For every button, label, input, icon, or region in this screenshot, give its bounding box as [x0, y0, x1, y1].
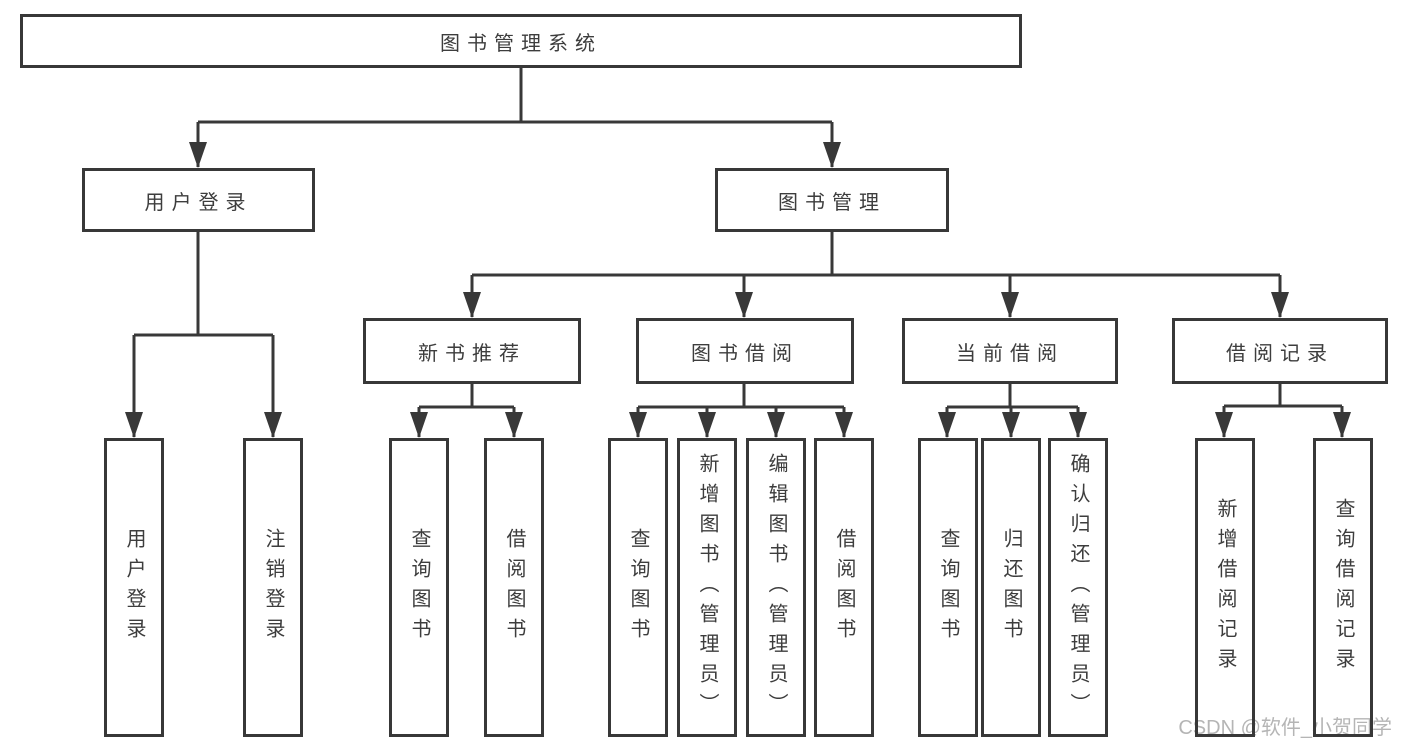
node-book-borrowing: 图书借阅: [636, 318, 854, 384]
node-borrow-books-recommend: 借阅图书: [484, 438, 544, 737]
node-label: 新增借阅记录: [1214, 497, 1236, 678]
node-label: 查询图书: [627, 527, 649, 648]
node-label: 确认归还（管理员）: [1067, 452, 1089, 723]
node-new-book-recommendation: 新书推荐: [363, 318, 581, 384]
node-search-books-recommend: 查询图书: [389, 438, 449, 737]
node-label: 编辑图书（管理员）: [765, 452, 787, 723]
node-add-borrow-record: 新增借阅记录: [1195, 438, 1255, 737]
csdn-watermark: CSDN @软件_小贺同学: [1178, 717, 1392, 739]
node-label: 查询图书: [937, 527, 959, 648]
node-current-borrowing: 当前借阅: [902, 318, 1118, 384]
node-user-login: 用户登录: [82, 168, 315, 232]
node-search-books-current: 查询图书: [918, 438, 978, 737]
node-label: 注销登录: [262, 527, 284, 648]
node-add-book-admin: 新增图书（管理员）: [677, 438, 737, 737]
node-library-management-system: 图书管理系统: [20, 14, 1022, 68]
node-label: 用户登录: [123, 527, 145, 648]
node-confirm-return-admin: 确认归还（管理员）: [1048, 438, 1108, 737]
node-return-books: 归还图书: [981, 438, 1041, 737]
node-label: 归还图书: [1000, 527, 1022, 648]
node-label: 新增图书（管理员）: [696, 452, 718, 723]
node-edit-book-admin: 编辑图书（管理员）: [746, 438, 806, 737]
node-search-borrow-record: 查询借阅记录: [1313, 438, 1373, 737]
node-label: 查询图书: [408, 527, 430, 648]
node-login: 用户登录: [104, 438, 164, 737]
node-logout: 注销登录: [243, 438, 303, 737]
node-book-management: 图书管理: [715, 168, 949, 232]
node-borrow-books-borrowing: 借阅图书: [814, 438, 874, 737]
node-search-books-borrowing: 查询图书: [608, 438, 668, 737]
node-label: 查询借阅记录: [1332, 497, 1354, 678]
node-label: 借阅图书: [833, 527, 855, 648]
node-label: 借阅图书: [503, 527, 525, 648]
node-borrowing-records: 借阅记录: [1172, 318, 1388, 384]
